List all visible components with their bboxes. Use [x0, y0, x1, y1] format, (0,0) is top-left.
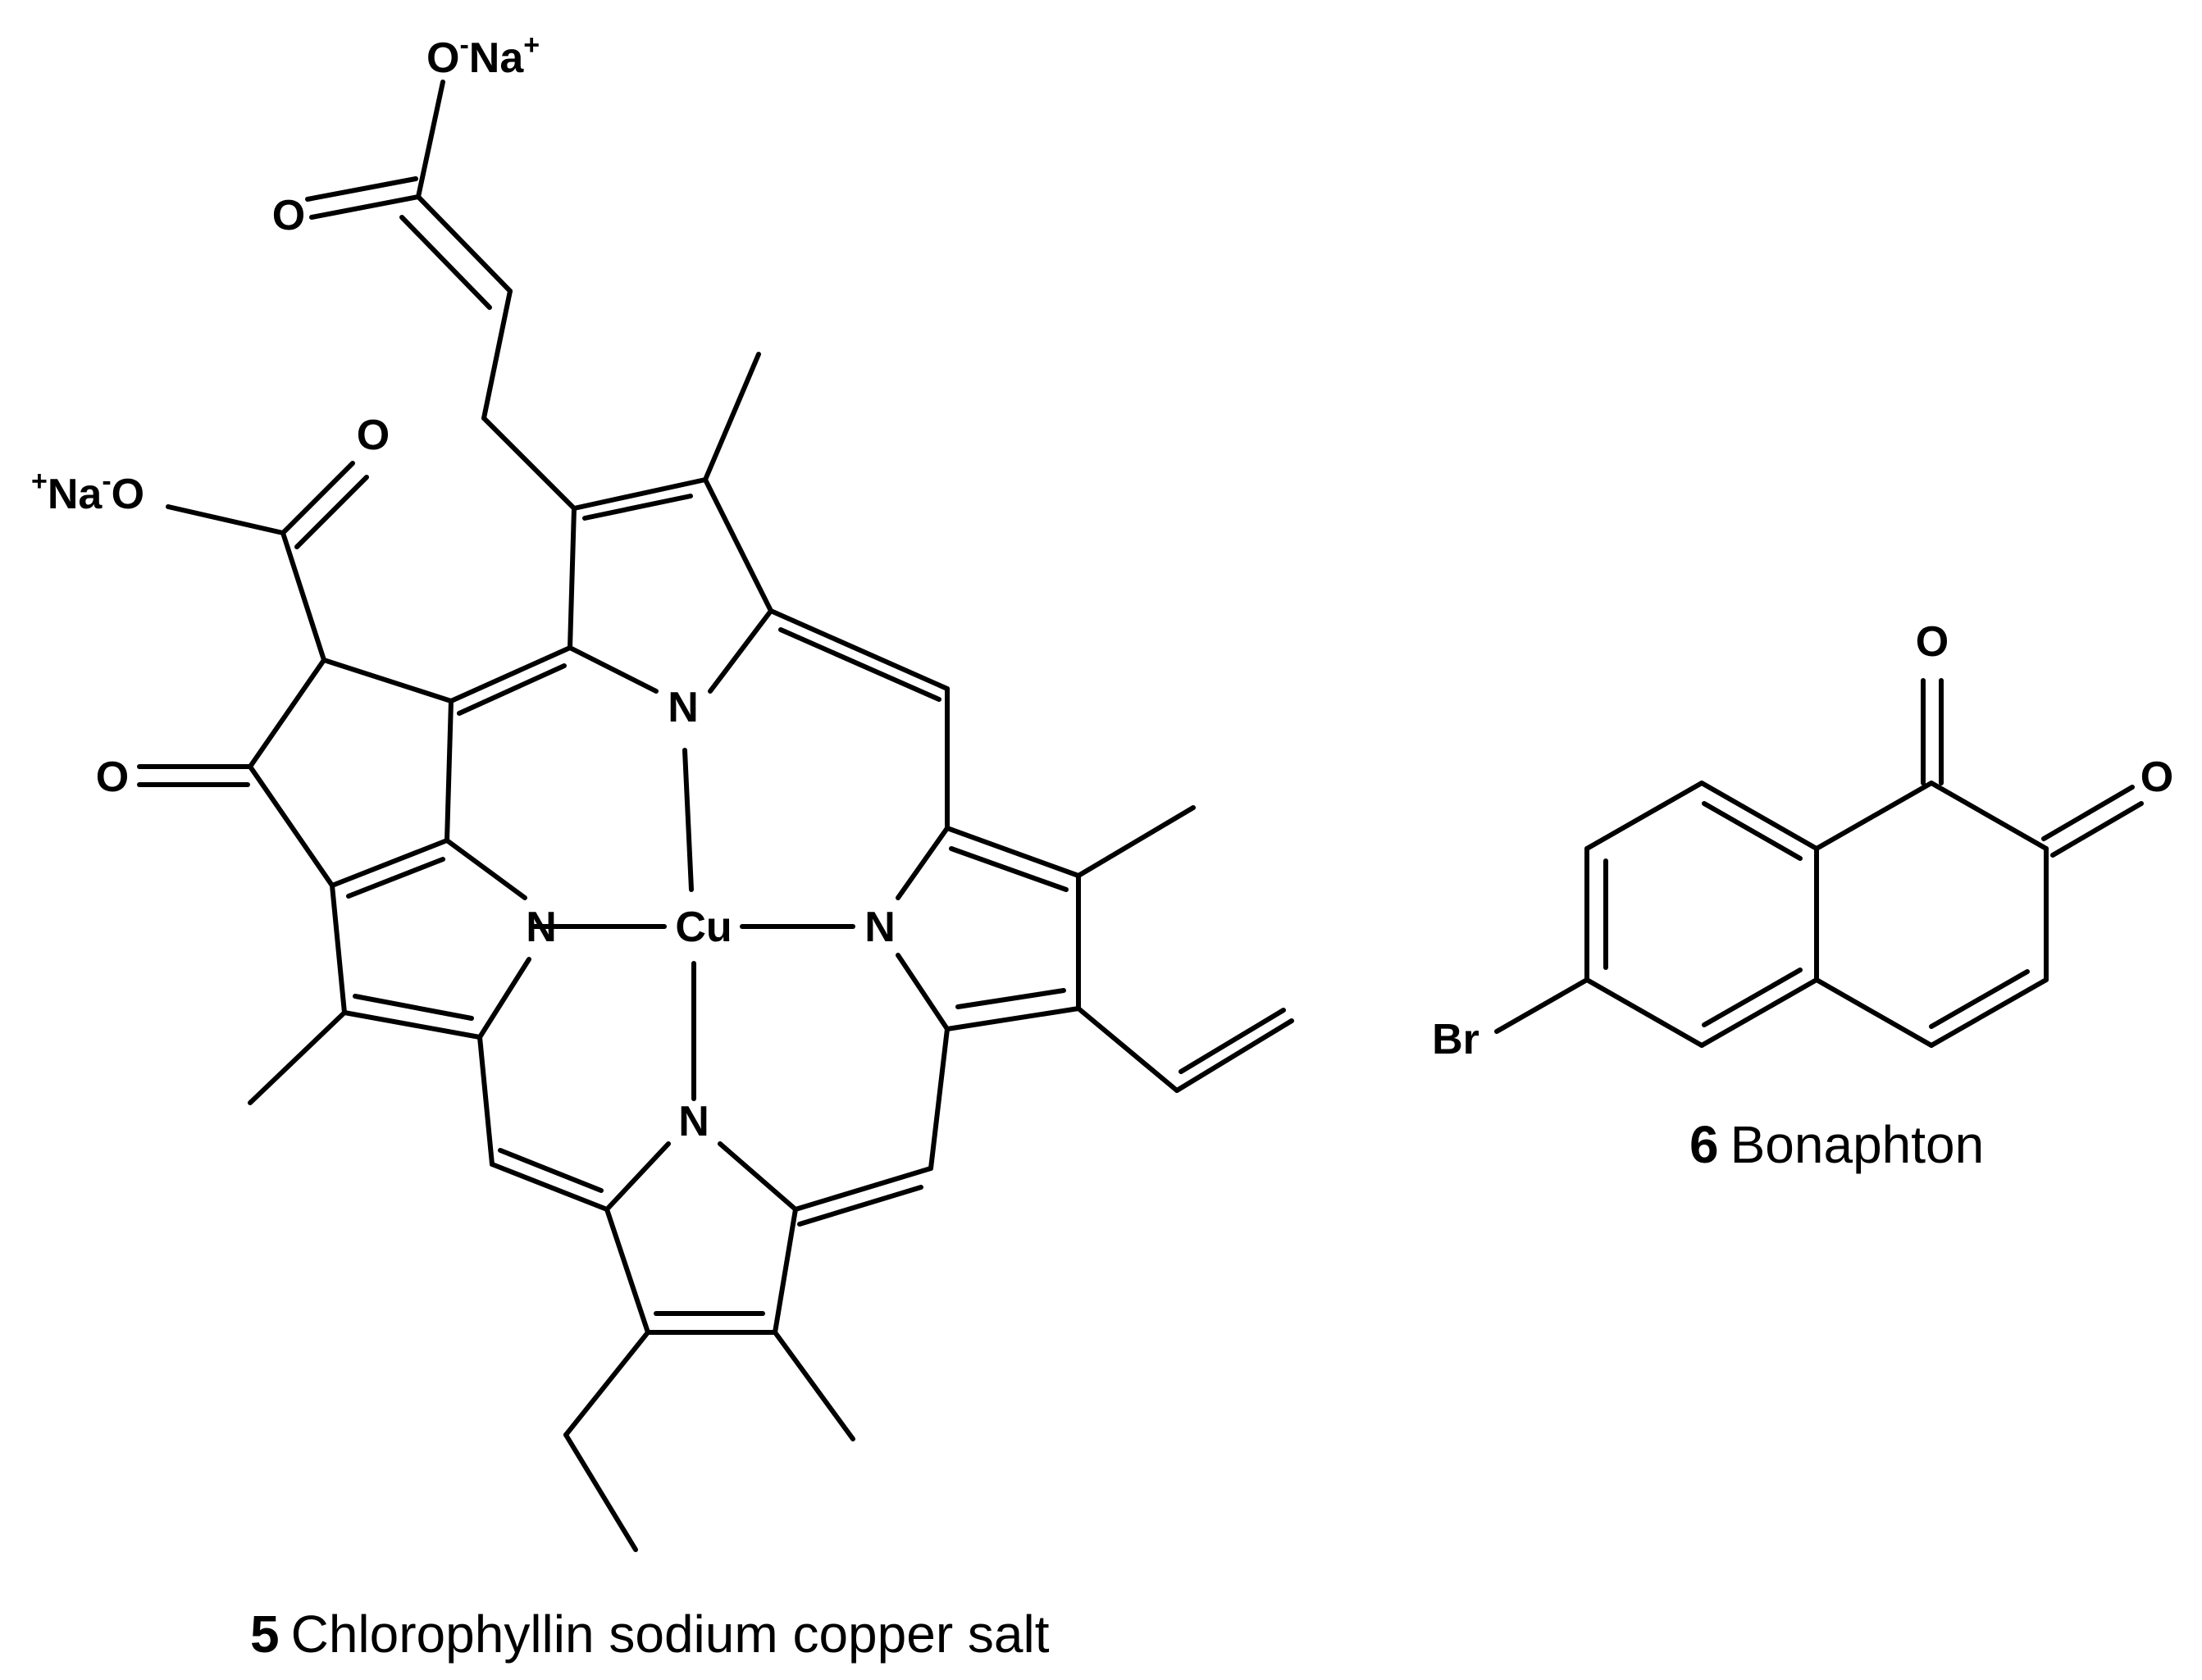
bond — [309, 194, 421, 220]
atom-label-nitrogen-right: N — [864, 904, 896, 951]
bond — [1076, 1006, 1179, 1093]
bond — [280, 530, 326, 662]
bond — [280, 461, 355, 535]
bond — [703, 352, 761, 482]
bond — [353, 994, 474, 1021]
bond — [572, 477, 708, 511]
bond — [1702, 801, 1803, 861]
sodium-carboxylate-top: O-Na+ — [426, 30, 540, 82]
bond — [416, 194, 513, 294]
bond — [1699, 977, 1819, 1048]
bond — [1702, 967, 1803, 1027]
bond — [1929, 781, 2049, 851]
bond — [498, 1148, 604, 1193]
bond — [1584, 977, 1704, 1048]
bond — [166, 504, 285, 535]
atom-label-oxygen-carbonyl-top: O — [272, 192, 305, 239]
bond — [568, 506, 577, 650]
bond — [1076, 805, 1196, 878]
bond — [2041, 785, 2135, 841]
sodium-carboxylate-left: +Na-O — [31, 466, 144, 518]
bond — [928, 1027, 950, 1171]
bond — [248, 764, 335, 888]
bond — [457, 663, 567, 716]
bond — [773, 1207, 798, 1335]
bond — [481, 416, 577, 511]
bond — [342, 1010, 482, 1040]
atom-label-oxygen-carbonyl-left: O — [357, 412, 390, 459]
bond — [490, 1162, 609, 1212]
bond — [321, 658, 454, 703]
bond — [305, 176, 418, 202]
bond — [604, 1207, 650, 1335]
atom-label-nitrogen-bottom: N — [678, 1098, 709, 1145]
bond — [718, 1141, 798, 1212]
bond — [330, 883, 347, 1015]
bond — [2050, 801, 2144, 858]
bond — [1929, 969, 2030, 1029]
bond — [945, 1006, 1081, 1031]
bond — [1494, 977, 1589, 1034]
bond — [896, 826, 950, 900]
bond — [1929, 977, 2049, 1048]
bond — [1584, 781, 1704, 851]
bond — [682, 748, 694, 892]
atom-label-bromine: Br — [1432, 1016, 1479, 1063]
bond — [399, 215, 492, 310]
bond — [945, 826, 1081, 878]
atom-label-oxygen-1: O — [1916, 618, 1949, 666]
bond — [330, 838, 449, 888]
bond — [955, 988, 1066, 1009]
bond — [778, 627, 941, 702]
bond — [294, 475, 369, 549]
bond — [445, 699, 454, 843]
atom-label-nitrogen-left: N — [526, 904, 557, 951]
bond — [1174, 1018, 1294, 1093]
bond — [1179, 1008, 1286, 1074]
bond — [477, 1035, 495, 1167]
bond — [797, 1185, 923, 1227]
bond — [449, 645, 572, 703]
bond — [346, 857, 445, 899]
bond — [708, 608, 773, 694]
bond — [563, 1432, 638, 1552]
bond — [445, 838, 527, 900]
bond — [477, 957, 531, 1040]
bond — [793, 1166, 933, 1212]
bond — [416, 80, 445, 199]
atom-label-copper: Cu — [675, 904, 732, 951]
bond — [604, 1141, 671, 1212]
bond — [703, 477, 773, 613]
bond — [481, 289, 513, 421]
bond — [773, 1330, 855, 1441]
bond — [949, 846, 1069, 892]
bond — [768, 608, 950, 691]
bond — [1814, 781, 1934, 851]
bond — [563, 1330, 650, 1437]
atom-label-oxygen-ketone: O — [96, 753, 129, 801]
bond — [1699, 781, 1819, 851]
atom-label-nitrogen-top: N — [668, 684, 699, 731]
bond — [582, 494, 693, 521]
bond — [568, 645, 659, 694]
bond — [896, 953, 950, 1031]
bond — [248, 658, 326, 769]
bond — [1814, 977, 1934, 1048]
atom-label-oxygen-2: O — [2140, 753, 2173, 801]
bond — [248, 1010, 347, 1105]
